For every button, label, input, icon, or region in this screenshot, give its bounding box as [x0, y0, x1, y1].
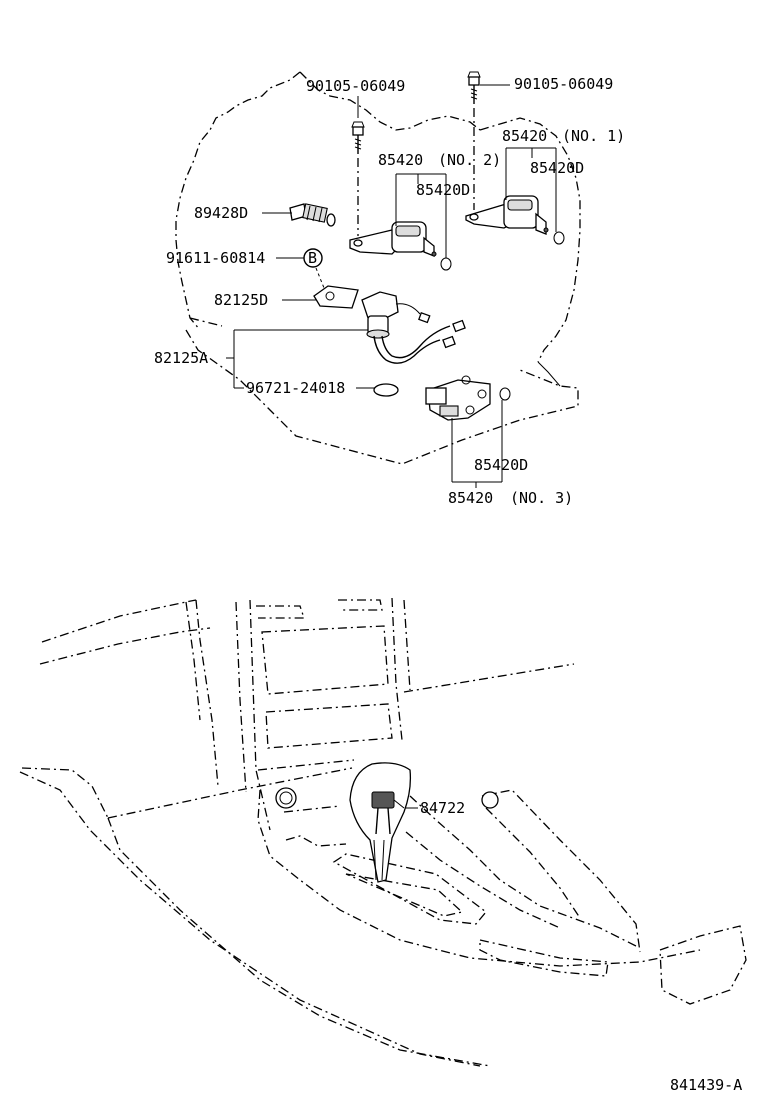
oring-no3	[499, 387, 511, 401]
callout-shift-switch: 84722	[420, 799, 465, 817]
callout-no2-part: 85420	[378, 151, 423, 169]
oring-harness	[373, 383, 399, 397]
callout-screw: 91611-60814	[166, 249, 265, 267]
screw-marker-label: B	[308, 249, 317, 267]
bolt-top-right	[467, 71, 481, 104]
bolt-top-left	[351, 121, 365, 154]
center-console-outline	[19, 597, 747, 1067]
solenoid-no2	[349, 221, 437, 257]
screw-leader-dash	[315, 267, 325, 289]
callout-bolt-right: 90105-06049	[514, 75, 613, 93]
callout-no2-sub: 85420D	[416, 181, 470, 199]
wire-harness-connector	[361, 291, 466, 364]
retaining-plate	[313, 285, 359, 309]
shift-lock-switch	[371, 791, 405, 835]
callout-no3-part: 85420	[448, 489, 493, 507]
solenoid-no1	[465, 195, 549, 235]
callout-no2-suffix: (NO. 2)	[438, 151, 501, 169]
callout-no1-suffix: (NO. 1)	[562, 127, 625, 145]
callout-no1-part: 85420	[502, 127, 547, 145]
screw-marker: B	[303, 248, 323, 268]
solenoid-no3	[425, 375, 491, 421]
transmission-case-outline	[175, 71, 581, 465]
reference-number: 841439-A	[670, 1076, 742, 1094]
leader-lines	[226, 84, 557, 809]
callout-oring: 96721-24018	[246, 379, 345, 397]
callout-plate: 82125D	[214, 291, 268, 309]
oring-no1	[553, 231, 565, 245]
speed-sensor	[289, 203, 336, 227]
callout-no3-suffix: (NO. 3)	[510, 489, 573, 507]
shift-lever	[349, 762, 412, 883]
callout-harness: 82125A	[154, 349, 208, 367]
callout-no1-sub: 85420D	[530, 159, 584, 177]
callout-no3-sub: 85420D	[474, 456, 528, 474]
callout-speed-sensor: 89428D	[194, 204, 248, 222]
callout-bolt-left: 90105-06049	[306, 77, 405, 95]
oring-no2	[440, 257, 452, 271]
